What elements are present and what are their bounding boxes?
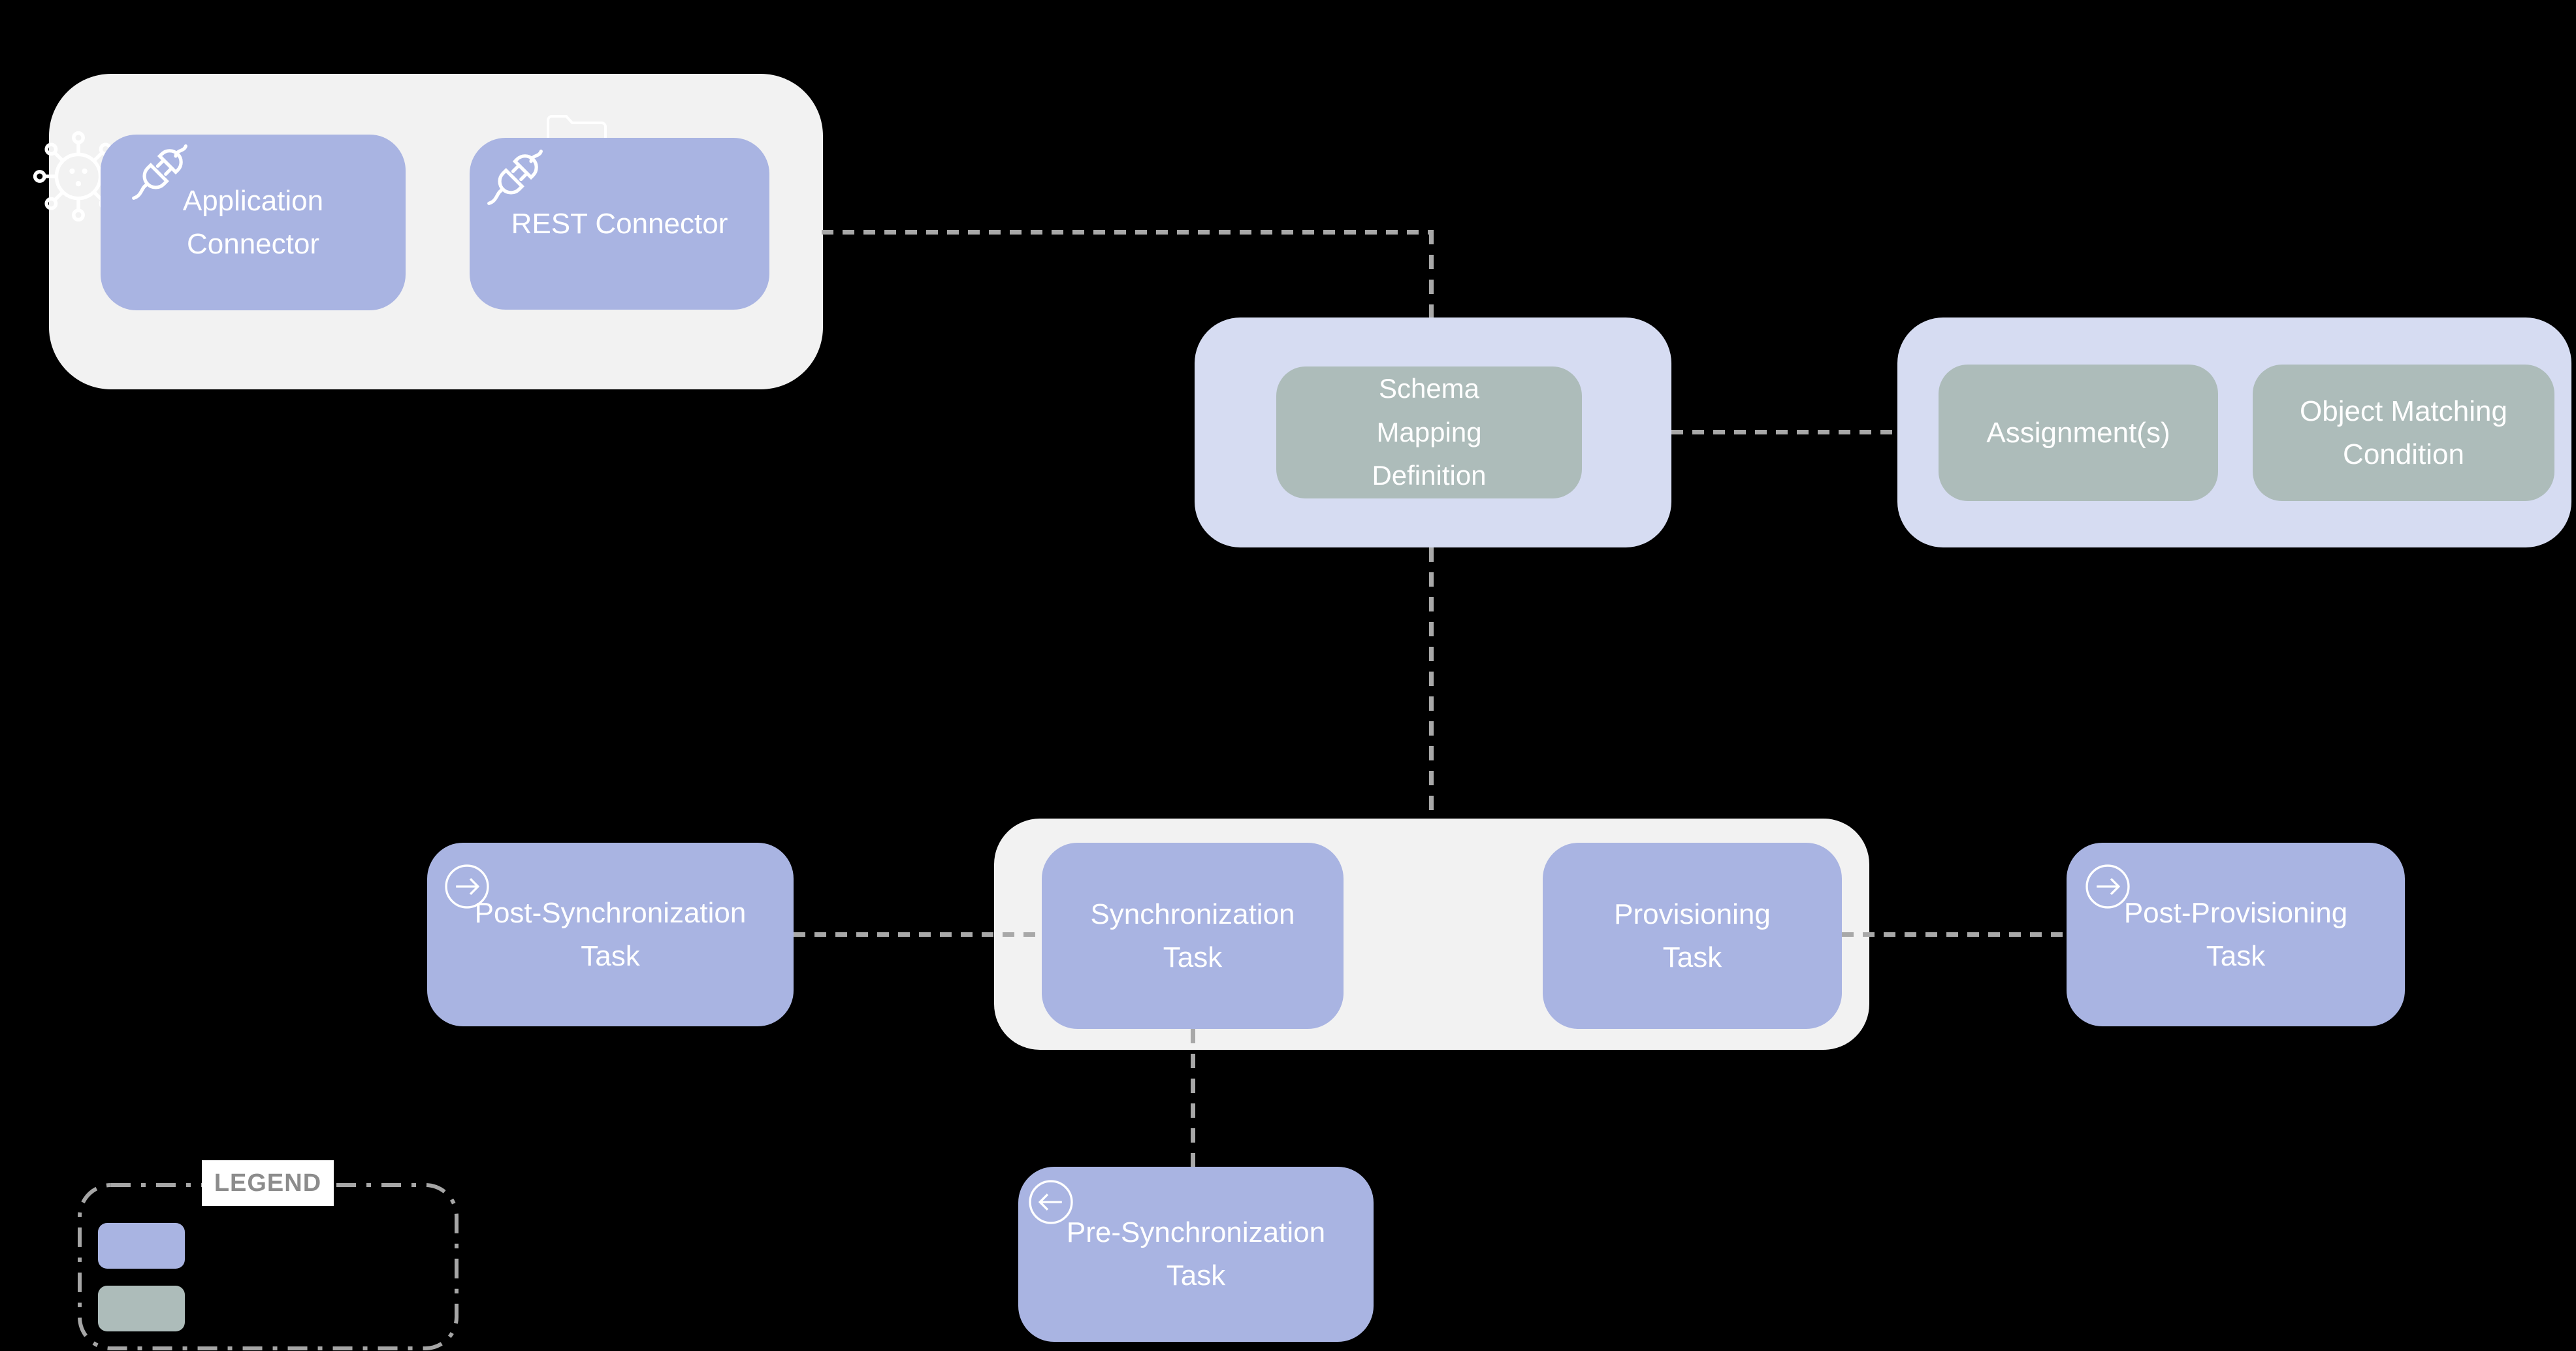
edge-schema-to-assignments (1671, 430, 1897, 434)
edge-schema-to-tasks (1429, 547, 1434, 820)
edge-prov-to-postprov (1842, 932, 2067, 937)
node-assignments: Assignment(s) (1939, 365, 2218, 501)
rest-connector-label: REST Connector (511, 207, 728, 240)
node-synchronization-task: Synchronization Task (1042, 843, 1344, 1029)
legend-title: LEGEND (202, 1160, 334, 1206)
application-connector-label: Application Connector (182, 184, 324, 260)
provisioning-task-label: Provisioning Task (1614, 898, 1771, 973)
legend-title-text: LEGEND (214, 1169, 322, 1197)
folder-icon (544, 108, 609, 161)
node-provisioning-task: Provisioning Task (1543, 843, 1842, 1029)
plug-icon (116, 131, 201, 216)
plug-icon (472, 136, 556, 221)
arrow-right-circle-icon (2084, 862, 2132, 911)
node-schema-mapping-definition: Schema Mapping Definition (1276, 366, 1582, 498)
synchronization-task-label: Synchronization Task (1090, 898, 1295, 973)
legend-border (77, 1182, 459, 1351)
node-post-synchronization-task: Post-Synchronization Task (427, 843, 794, 1026)
edge-sync-to-presync (1191, 1029, 1195, 1167)
post-provisioning-task-label: Post-Provisioning Task (2123, 896, 2348, 972)
legend-swatch-sage (98, 1286, 185, 1331)
edge-sync-to-postsync (794, 932, 1042, 937)
schema-mapping-definition-label: Schema Mapping Definition (1372, 373, 1487, 491)
edge-connectors-to-schema-horizontal (822, 230, 1434, 235)
legend-swatch-purple (98, 1223, 185, 1269)
arrow-left-circle-icon (1027, 1178, 1075, 1226)
edge-connectors-to-schema-vertical (1429, 230, 1434, 320)
object-matching-condition-label: Object Matching Condition (2300, 395, 2507, 470)
arrow-right-circle-icon (443, 862, 491, 911)
assignments-label: Assignment(s) (1986, 416, 2170, 449)
pre-synchronization-task-label: Pre-Synchronization Task (1066, 1216, 1326, 1292)
node-object-matching-condition: Object Matching Condition (2253, 365, 2554, 501)
post-synchronization-task-label: Post-Synchronization Task (474, 896, 747, 972)
node-pre-synchronization-task: Pre-Synchronization Task (1018, 1167, 1374, 1342)
